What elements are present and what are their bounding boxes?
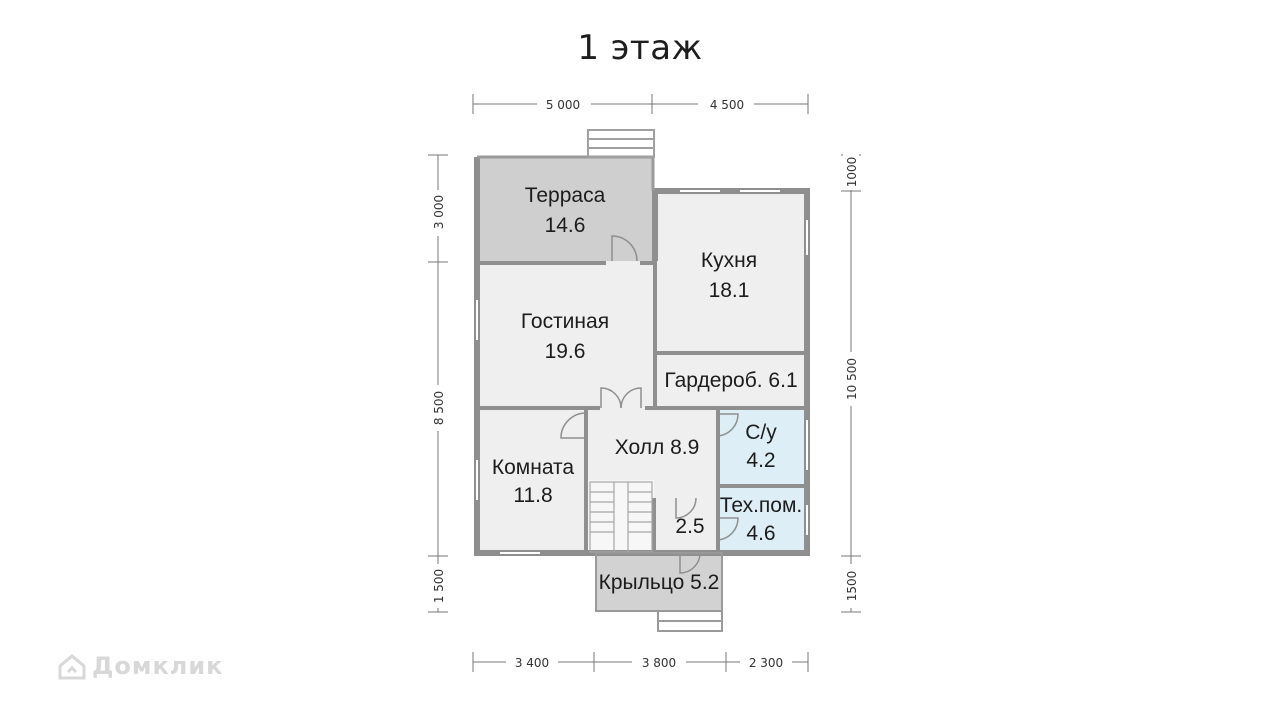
kitchen-area: 18.1 — [709, 279, 750, 302]
living-name: Гостиная — [521, 310, 609, 333]
dim-right-1: 10 500 — [845, 358, 859, 400]
porch-outline — [595, 552, 723, 632]
bathroom-area: 4.2 — [746, 449, 775, 472]
room-area: 11.8 — [513, 484, 552, 507]
tech-room-floor — [718, 486, 807, 553]
terrace-name: Терраса — [525, 184, 606, 207]
doors — [560, 235, 739, 574]
porch-label: Крыльцо 5.2 — [599, 571, 720, 594]
dim-right-0: 1000 — [845, 157, 859, 188]
interior-walls — [477, 191, 807, 553]
porch-floor — [596, 553, 722, 611]
plan-title: 1 этаж — [577, 28, 703, 68]
hall-label: Холл 8.9 — [615, 436, 700, 459]
terrace-steps — [587, 129, 655, 158]
dim-left-0: 3 000 — [432, 195, 446, 229]
bathroom-name: С/у — [745, 421, 777, 444]
dimension-labels: 5 000 4 500 3 400 3 800 2 300 3 000 8 50… — [430, 96, 859, 670]
kitchen-floor — [655, 191, 807, 261]
dim-bottom-1: 3 800 — [642, 656, 676, 670]
tech-room-area: 4.6 — [746, 522, 775, 545]
windows — [476, 190, 808, 554]
bathroom-floor — [718, 410, 807, 486]
terrace-area: 14.6 — [545, 214, 586, 237]
stairs-floor — [588, 480, 654, 553]
house-logo-icon — [58, 654, 86, 680]
watermark: Домклик — [58, 652, 223, 680]
living-area: 19.6 — [545, 340, 586, 363]
dim-right-2: 1500 — [845, 571, 859, 602]
stairs — [589, 481, 653, 553]
tech-room-name: Тех.пом. — [720, 494, 803, 517]
watermark-text: Домклик — [92, 652, 224, 680]
dim-bottom-2: 2 300 — [749, 656, 783, 670]
dim-bottom-0: 3 400 — [515, 656, 549, 670]
wardrobe-label: Гардероб. 6.1 — [664, 369, 797, 392]
room-name: Комната — [492, 456, 575, 479]
dim-left-1: 8 500 — [432, 391, 446, 425]
kitchen-name: Кухня — [701, 249, 757, 272]
terrace-floor — [477, 157, 653, 261]
corridor-area: 2.5 — [675, 515, 704, 538]
dim-top-0: 5 000 — [546, 98, 580, 112]
dim-top-1: 4 500 — [710, 98, 744, 112]
dim-left-2: 1 500 — [432, 569, 446, 603]
